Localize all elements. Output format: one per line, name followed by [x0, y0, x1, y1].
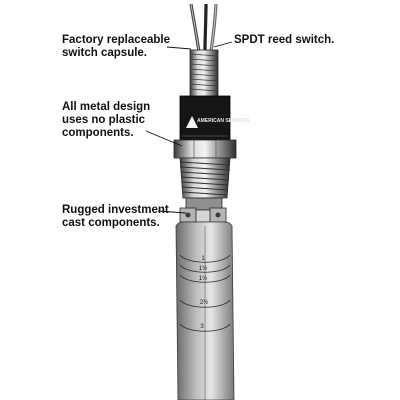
callout-line: components. [62, 127, 134, 139]
scale-tick-label: 3 [200, 324, 204, 330]
cast-bracket [179, 197, 227, 223]
scale-tick-label: 1 [201, 256, 205, 262]
scale-tick-label: 2½ [199, 300, 209, 306]
callout-cast-components: Rugged investment cast components. [62, 204, 169, 230]
callout-line: uses no plastic [62, 114, 146, 126]
callout-switch-capsule: Factory replaceable switch capsule. [62, 34, 170, 60]
callout-line: switch capsule. [62, 47, 148, 59]
callout-line: SPDT reed switch. [234, 34, 335, 46]
callout-reed-switch: SPDT reed switch. [234, 34, 334, 47]
callout-line: Rugged investment [62, 204, 169, 216]
scale-tick-label: 1½ [198, 276, 208, 282]
leader-lines [145, 41, 233, 214]
wire-leads [189, 3, 218, 53]
switch-capsule [189, 49, 219, 99]
callout-line: cast components. [62, 217, 160, 229]
callout-line: All metal design [62, 101, 151, 113]
scale-tick-label: 1½ [198, 266, 208, 272]
hex-body [173, 139, 237, 159]
process-threads [179, 157, 231, 199]
callout-all-metal: All metal design uses no plastic compone… [62, 101, 150, 140]
paddle [175, 221, 235, 400]
brand-logo: AMERICAN SENSORS [197, 118, 250, 124]
callout-line: Factory replaceable [62, 34, 171, 46]
